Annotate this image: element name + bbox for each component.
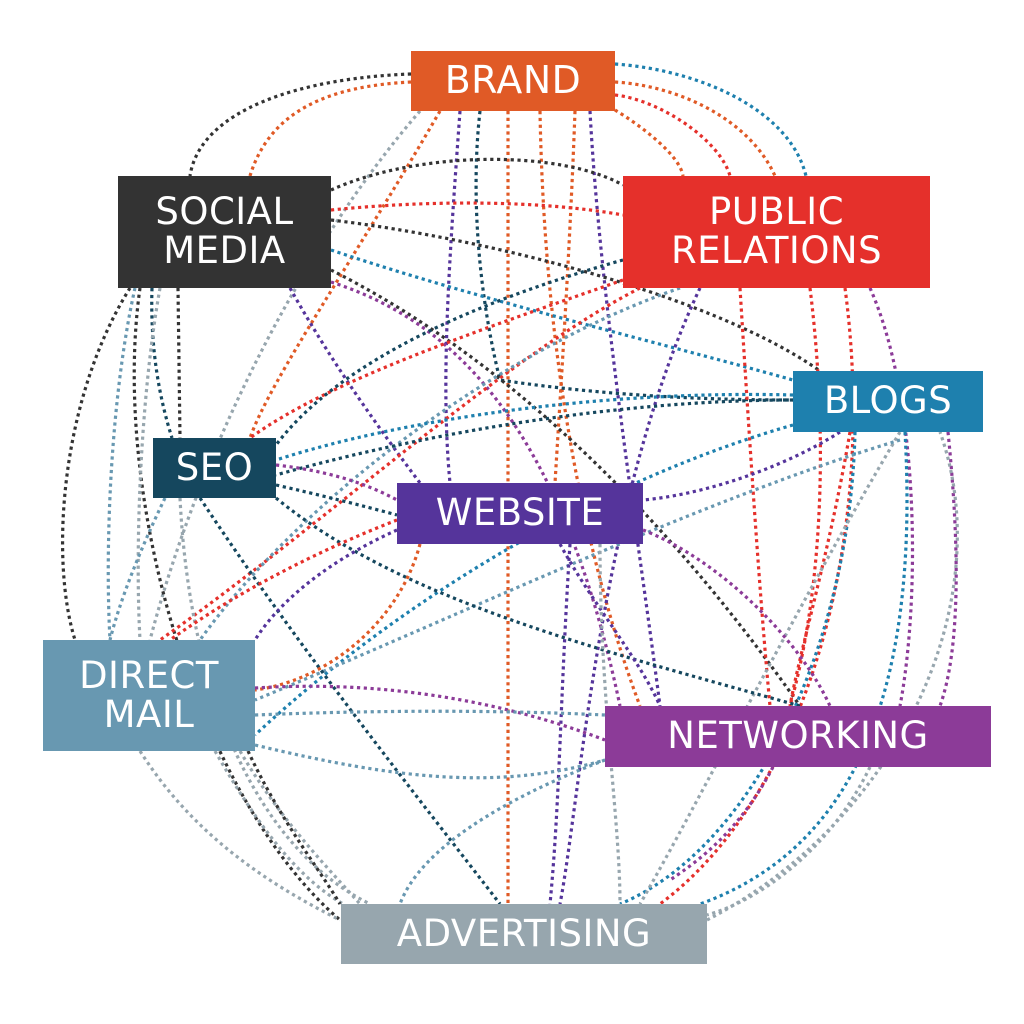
edge-seo-advertising xyxy=(178,497,371,906)
node-label-line-1: DIRECT xyxy=(79,653,219,697)
edge-website-direct_mail xyxy=(254,543,422,692)
node-label: NETWORKING xyxy=(667,714,929,758)
edge-brand-social_media xyxy=(248,80,412,177)
edge-direct_mail-networking xyxy=(254,743,606,780)
edge-social_media-direct_mail xyxy=(61,287,132,641)
node-direct-mail[interactable]: DIRECT MAIL xyxy=(43,640,255,751)
node-label-line-2: RELATIONS xyxy=(670,229,883,272)
edge-blogs-networking xyxy=(938,431,958,707)
edge-social_media-blogs xyxy=(330,248,794,382)
edge-blogs-advertising xyxy=(638,431,902,905)
edge-brand-social_media xyxy=(188,72,412,177)
edge-website-advertising xyxy=(548,543,572,905)
node-blogs[interactable]: BLOGS xyxy=(793,371,983,432)
edge-seo-advertising xyxy=(274,496,801,708)
edge-brand-website xyxy=(444,110,462,484)
edge-brand-public_relations xyxy=(614,62,808,177)
edge-direct_mail-advertising xyxy=(138,750,341,922)
edge-social_media-direct_mail xyxy=(136,287,162,641)
node-networking[interactable]: NETWORKING xyxy=(605,706,991,767)
node-label-line-2: MAIL xyxy=(103,692,195,736)
node-label-line-1: SOCIAL xyxy=(155,190,294,234)
node-label: WEBSITE xyxy=(435,491,605,535)
node-advertising[interactable]: ADVERTISING xyxy=(341,904,707,964)
edge-blogs-direct_mail xyxy=(254,438,901,702)
edge-social_media-advertising xyxy=(132,287,342,922)
edge-blogs-seo xyxy=(275,392,794,462)
edge-public_relations-seo xyxy=(249,278,624,440)
edge-public_relations-seo xyxy=(274,258,624,446)
edge-networking-advertising xyxy=(669,766,775,882)
edge-public_relations-advertising xyxy=(558,287,702,905)
edge-brand-public_relations xyxy=(614,93,732,177)
edge-social_media-public_relations xyxy=(330,201,624,217)
edge-social_media-direct_mail xyxy=(106,287,137,641)
node-label: BLOGS xyxy=(823,379,953,423)
edge-website-networking xyxy=(558,543,662,707)
edge-brand-seo xyxy=(248,110,442,439)
edge-public_relations-networking xyxy=(868,287,915,707)
edge-social_media-website xyxy=(288,287,422,484)
node-label: ADVERTISING xyxy=(396,911,652,955)
edge-brand-networking xyxy=(588,110,662,707)
edge-social_media-seo xyxy=(176,287,182,439)
edge-seo-website xyxy=(275,483,398,517)
node-seo[interactable]: SEO xyxy=(153,438,276,498)
edge-advertising-blogs xyxy=(706,431,959,922)
edge-direct_mail-advertising xyxy=(238,750,362,906)
edge-website-networking xyxy=(642,528,832,707)
edge-public_relations-networking xyxy=(788,287,822,707)
node-brand[interactable]: BRAND xyxy=(411,51,615,111)
edge-public_relations-direct_mail xyxy=(159,286,641,642)
node-label-line-2: MEDIA xyxy=(163,229,286,272)
edge-seo-networking xyxy=(198,497,502,905)
edge-social_media-seo xyxy=(150,287,174,439)
edge-direct_mail-networking xyxy=(254,709,606,717)
edge-website-direct_mail xyxy=(253,528,398,641)
node-label: SEO xyxy=(175,445,254,489)
edge-blogs-advertising xyxy=(699,431,909,906)
edge-seo-direct_mail xyxy=(108,497,167,641)
node-public-relations[interactable]: PUBLIC RELATIONS xyxy=(623,176,930,288)
edge-public_relations-networking xyxy=(738,287,772,707)
edge-brand-blogs xyxy=(474,110,794,402)
edge-brand-public_relations xyxy=(614,80,777,177)
edge-direct_mail-networking xyxy=(254,684,606,742)
edge-networking-advertising xyxy=(398,758,606,905)
node-website[interactable]: WEBSITE xyxy=(397,483,643,544)
edge-brand-direct_mail xyxy=(148,109,422,641)
edge-networking-advertising xyxy=(706,766,872,917)
edge-layer xyxy=(61,62,959,922)
edge-direct_mail-advertising xyxy=(213,750,346,907)
edge-blogs-website xyxy=(642,430,841,502)
edge-seo-website xyxy=(275,463,398,502)
edge-blogs-networking xyxy=(788,431,852,707)
node-social-media[interactable]: SOCIAL MEDIA xyxy=(118,176,331,288)
edge-blogs-seo xyxy=(275,398,794,477)
edge-website-direct_mail xyxy=(169,518,398,642)
node-label-line-1: PUBLIC xyxy=(708,190,845,234)
edge-public_relations-direct_mail xyxy=(198,286,681,641)
edge-direct_mail-advertising xyxy=(246,750,342,905)
edge-brand-public_relations xyxy=(614,108,685,177)
edge-blogs-direct_mail xyxy=(253,423,794,737)
node-label: BRAND xyxy=(444,58,582,103)
